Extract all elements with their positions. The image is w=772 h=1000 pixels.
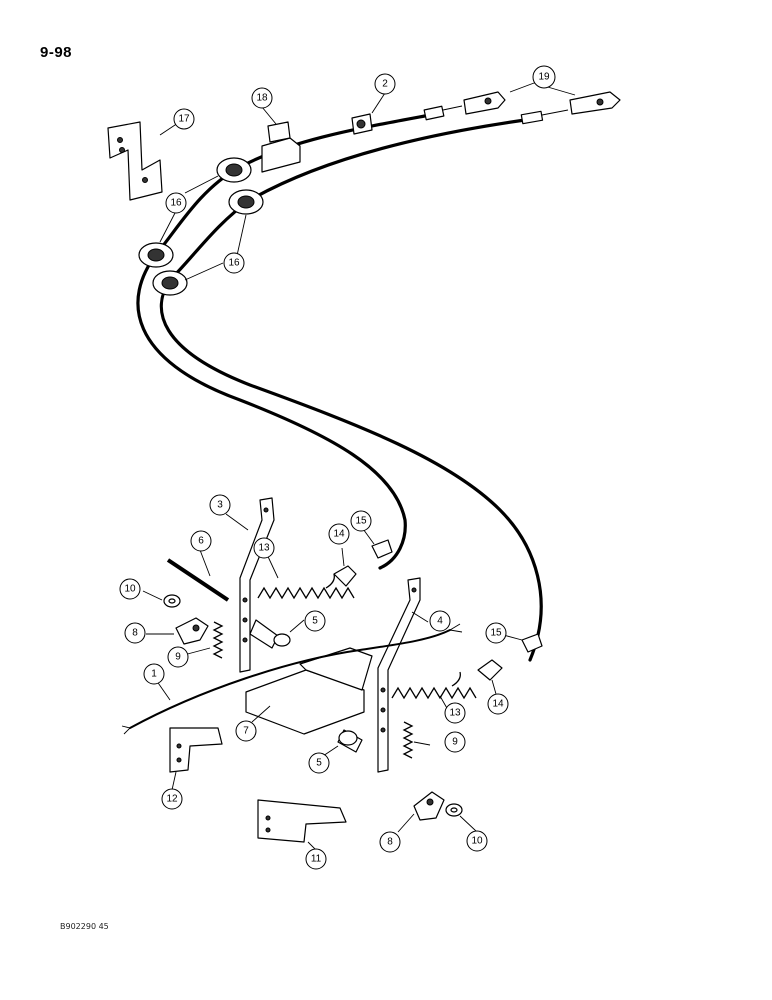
callout-13-a: 13 [253, 537, 275, 559]
svg-text:7: 7 [243, 726, 249, 737]
callout-5-b: 5 [308, 752, 330, 774]
callout-16-b: 16 [223, 252, 245, 274]
leader-lines [142, 82, 576, 851]
callout-18: 18 [251, 87, 273, 109]
callout-15-a: 15 [350, 510, 372, 532]
cable-end-14-b [477, 659, 503, 681]
cam-8-a [175, 617, 209, 645]
callout-15-b: 15 [485, 622, 507, 644]
bushing-5-a [249, 619, 291, 649]
svg-text:15: 15 [355, 516, 367, 527]
lever-4 [377, 577, 421, 773]
harness-1 [121, 623, 463, 735]
grommet-16-b [228, 189, 264, 215]
svg-text:18: 18 [256, 93, 268, 104]
svg-text:14: 14 [492, 699, 504, 710]
washer-10-b [445, 803, 463, 817]
svg-text:17: 17 [178, 114, 190, 125]
svg-text:19: 19 [538, 72, 550, 83]
callout-17: 17 [173, 108, 195, 130]
callout-19: 19 [532, 65, 556, 89]
rod-6 [166, 558, 230, 602]
svg-text:9: 9 [175, 652, 181, 663]
svg-text:16: 16 [170, 198, 182, 209]
callout-10-a: 10 [119, 578, 141, 600]
callout-14-a: 14 [328, 523, 350, 545]
bushing-5-b [337, 729, 363, 753]
cable-end-lower [520, 109, 569, 125]
clip-15-a [371, 539, 393, 559]
callout-9-b: 9 [444, 731, 466, 753]
clamp-18 [261, 121, 301, 173]
svg-text:10: 10 [124, 584, 136, 595]
callout-8-a: 8 [124, 622, 146, 644]
callout-5-a: 5 [304, 610, 326, 632]
svg-text:8: 8 [132, 628, 138, 639]
lever-3 [239, 497, 275, 673]
svg-text:14: 14 [333, 529, 345, 540]
cable-end-14-a [333, 565, 357, 587]
svg-text:5: 5 [316, 758, 322, 769]
callout-4: 4 [429, 610, 451, 632]
grommet-16-c [138, 242, 174, 268]
bracket-17 [107, 121, 163, 201]
callout-13-b: 13 [444, 702, 466, 724]
spring-13-b [391, 671, 477, 700]
svg-text:2: 2 [382, 79, 388, 90]
callout-12: 12 [161, 788, 183, 810]
clip-15-b [521, 633, 543, 653]
svg-text:15: 15 [490, 628, 502, 639]
washer-10-a [163, 594, 181, 608]
svg-text:3: 3 [217, 500, 223, 511]
cable-lower [159, 118, 543, 662]
spring-9-a [212, 621, 224, 659]
svg-text:16: 16 [228, 258, 240, 269]
callout-9-a: 9 [167, 646, 189, 668]
svg-text:1: 1 [151, 669, 157, 680]
bracket-12 [169, 727, 223, 773]
grommet-16-a [216, 157, 252, 183]
svg-text:4: 4 [437, 616, 443, 627]
svg-text:11: 11 [311, 854, 322, 865]
callout-6: 6 [190, 530, 212, 552]
svg-text:6: 6 [198, 536, 204, 547]
callout-1: 1 [143, 663, 165, 685]
clip-2 [351, 113, 373, 135]
svg-text:12: 12 [166, 794, 178, 805]
document-code: B902290 45 [60, 922, 109, 931]
callout-3: 3 [209, 494, 231, 516]
callout-7: 7 [235, 720, 257, 742]
svg-text:13: 13 [449, 708, 461, 719]
callout-8-b: 8 [379, 831, 401, 853]
cable-end-upper [423, 105, 463, 121]
clevis-19-a [463, 91, 506, 115]
callout-14-b: 14 [487, 693, 509, 715]
clevis-19-b [569, 91, 621, 115]
grommet-16-d [152, 270, 188, 296]
svg-text:8: 8 [387, 837, 393, 848]
page-number: 9-98 [40, 44, 73, 61]
svg-text:13: 13 [258, 543, 270, 554]
svg-text:9: 9 [452, 737, 458, 748]
callout-10-b: 10 [466, 830, 488, 852]
spring-13-a [257, 573, 355, 600]
svg-text:5: 5 [312, 616, 318, 627]
callout-16-a: 16 [165, 192, 187, 214]
callout-11: 11 [305, 848, 327, 870]
cam-8-b [413, 791, 445, 821]
svg-text:10: 10 [471, 836, 483, 847]
spring-9-b [402, 721, 414, 759]
bracket-11 [257, 799, 347, 843]
callout-2: 2 [374, 73, 396, 95]
